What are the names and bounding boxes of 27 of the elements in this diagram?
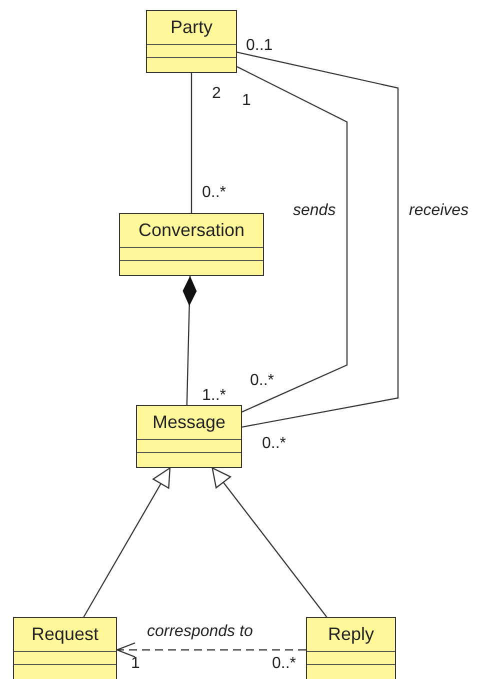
class-name: Conversation — [120, 214, 263, 248]
association-line — [190, 73, 192, 213]
class-box — [306, 617, 396, 679]
multiplicity-label: 1 — [242, 93, 251, 109]
multiplicity-label: 0..* — [202, 185, 226, 201]
generalization-arrow — [212, 467, 328, 618]
class-box — [146, 10, 237, 73]
multiplicity-label: 0..* — [272, 656, 296, 672]
association-line — [236, 66, 348, 412]
class-name: Party — [147, 11, 236, 45]
class-name: Reply — [307, 618, 395, 652]
multiplicity-label: 0..* — [250, 373, 274, 389]
multiplicity-label: 1..* — [202, 388, 226, 404]
class-box — [119, 213, 264, 276]
dependency-arrow — [116, 642, 306, 658]
class-box — [136, 405, 242, 468]
generalization-arrow — [83, 467, 171, 618]
multiplicity-label: 0..* — [262, 436, 286, 452]
class-name: Message — [137, 406, 241, 440]
association-line — [236, 52, 399, 428]
composition-line — [182, 276, 197, 406]
class-box — [13, 617, 117, 679]
edge-label: corresponds to — [146, 624, 254, 640]
multiplicity-label: 0..1 — [246, 38, 273, 54]
multiplicity-label: 1 — [131, 656, 140, 672]
class-name: Request — [14, 618, 116, 652]
multiplicity-label: 2 — [212, 86, 221, 102]
